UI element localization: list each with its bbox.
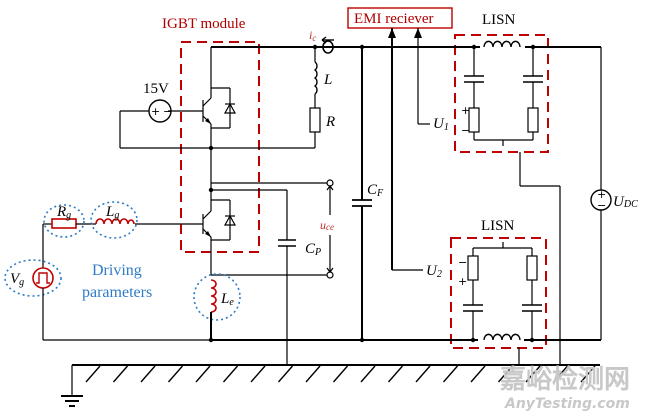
inductor-Le-icon: [210, 279, 217, 340]
inductor-L-icon: [313, 47, 318, 108]
ground-hatch-mark: [387, 365, 404, 383]
lisn-top-box: [454, 34, 549, 153]
svg-text:−: −: [163, 105, 172, 118]
svg-text:+: +: [151, 105, 160, 118]
lg-label: Lg: [105, 204, 119, 221]
capacitor-CF-icon: [352, 199, 372, 207]
u1-label: U1: [433, 116, 449, 133]
L-label: L: [323, 72, 332, 88]
ground-hatch-mark: [442, 365, 459, 383]
junction-dot: [470, 337, 476, 343]
svg-text:−: −: [597, 199, 606, 212]
lisn-top-label: LISN: [482, 12, 516, 28]
lisn-top-minus: −: [461, 124, 470, 137]
pulse-source-Vg-icon: [32, 267, 54, 289]
rg-label: Rg: [56, 204, 71, 221]
le-label: Le: [220, 291, 234, 308]
junction-dot: [529, 337, 535, 343]
ic-label: ic: [309, 28, 316, 43]
ground-hatch-mark: [415, 365, 431, 383]
svg-text:+: +: [597, 188, 606, 201]
capacitor-CP-icon: [278, 239, 296, 247]
resistor-R-icon: [309, 107, 321, 133]
ground-hatch-mark: [195, 365, 211, 383]
inductor-Lg-icon: [95, 218, 135, 225]
current-probe-icon: [321, 36, 334, 54]
ground-hatch-mark: [470, 365, 486, 383]
lg-highlight-circle: [90, 201, 138, 239]
lisn-bottom-left-branch: [463, 248, 483, 340]
lisn-top-plus: +: [461, 104, 470, 117]
watermark-cn: 嘉峪检测网: [500, 364, 630, 395]
ground-hatch: [85, 365, 596, 383]
lisn-top-left-branch: [464, 47, 484, 140]
ground-hatch-mark: [222, 365, 239, 383]
ground-hatch-mark: [360, 365, 376, 383]
ground-hatch-mark: [85, 365, 101, 383]
driving-parameters-line1: Driving: [92, 262, 142, 279]
ground-hatch-mark: [140, 365, 156, 383]
uce-arrowheads: [326, 185, 334, 273]
udc-label: UDC: [613, 194, 638, 210]
15v-source-icon: + −: [148, 99, 172, 123]
ground-hatch-mark: [332, 365, 349, 383]
vg-label: Vg: [10, 271, 24, 288]
ground-hatch-mark: [112, 365, 129, 383]
dc-source-UDC-icon: + −: [590, 188, 612, 212]
R-label: R: [325, 114, 335, 130]
lower-igbt-icon: [202, 199, 237, 275]
lisn-bottom-minus: −: [458, 256, 467, 269]
watermark-en: AnyTesting.com: [504, 396, 630, 412]
lisn-bottom-plus: +: [458, 275, 467, 288]
uce-label: uce: [320, 218, 334, 232]
driving-parameters-line2: parameters: [82, 284, 152, 301]
ground-hatch-mark: [580, 365, 596, 383]
ground-hatch-mark: [277, 365, 294, 383]
ground-hatch-mark: [250, 365, 266, 383]
rg-highlight-circle: [43, 204, 85, 238]
ground-hatch-mark: [305, 365, 321, 383]
igbt-module-label: IGBT module: [162, 16, 246, 32]
lisn-top-right-branch: [523, 47, 543, 140]
igbt-module-box: [180, 41, 260, 253]
cp-label: CP: [305, 241, 321, 258]
ground-hatch-mark: [497, 365, 514, 383]
vg-highlight-circle: [4, 259, 62, 297]
emi-receiver-label: EMI reciever: [354, 11, 434, 27]
cf-label: CF: [367, 182, 384, 199]
lisn-top-inductor-icon: [483, 40, 521, 48]
earth-ground-icon: [61, 395, 83, 407]
resistor-Rg-icon: [51, 218, 77, 229]
ground-hatch-mark: [167, 365, 184, 383]
arrow-up-icon: [414, 28, 422, 38]
ground-hatch-mark: [552, 365, 569, 383]
upper-igbt-icon: [202, 87, 237, 148]
le-highlight-circle: [193, 273, 241, 321]
ground-hatch-mark: [525, 365, 541, 383]
15v-label: 15V: [143, 81, 169, 97]
emi-receiver-box: [347, 7, 453, 29]
lisn-bottom-right-branch: [522, 248, 542, 340]
lisn-bottom-inductor-icon: [483, 333, 521, 341]
lisn-bottom-label: LISN: [481, 218, 515, 234]
u2-label: U2: [426, 263, 442, 280]
lisn-bottom-box: [450, 237, 547, 349]
arrow-up-icon: [388, 28, 396, 38]
